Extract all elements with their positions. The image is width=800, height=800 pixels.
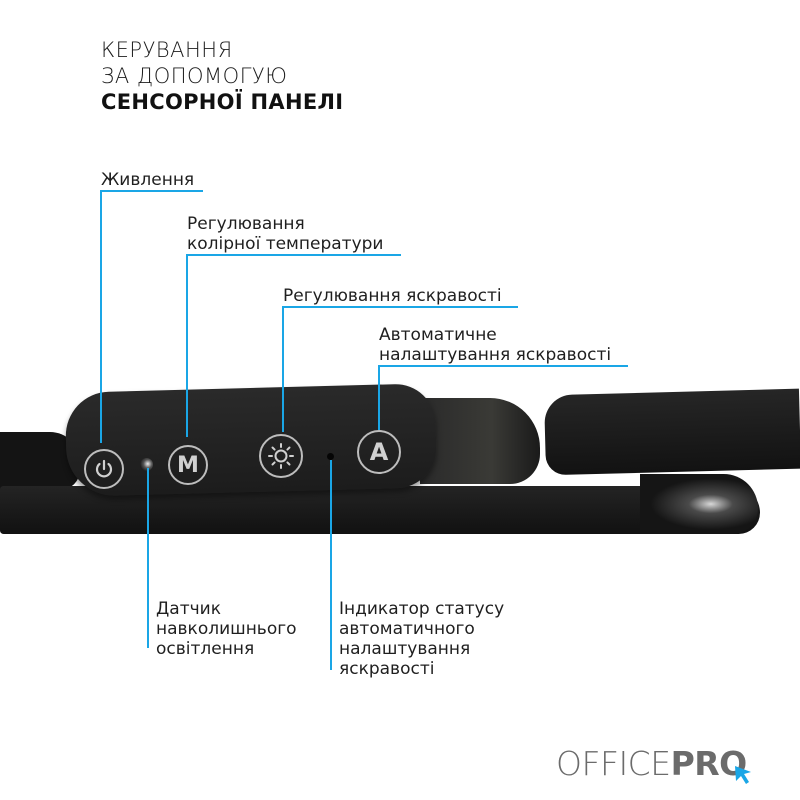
callout-line-mode-v	[186, 254, 188, 437]
callout-line-brightness-h	[282, 306, 518, 308]
brightness-button[interactable]	[259, 434, 303, 478]
mode-button[interactable]: M	[168, 445, 208, 485]
callout-line-sensor-v	[147, 468, 149, 648]
headline-line-3: СЕНСОРНОЇ ПАНЕЛІ	[101, 90, 344, 114]
label-power: Живлення	[101, 170, 195, 190]
headline: КЕРУВАННЯ ЗА ДОПОМОГУЮ СЕНСОРНОЇ ПАНЕЛІ	[101, 37, 343, 115]
lamp-round-joint	[640, 474, 758, 534]
callout-line-power-v	[100, 190, 102, 443]
power-button[interactable]	[84, 449, 124, 489]
label-brightness: Регулювання яскравості	[283, 286, 502, 306]
callout-line-brightness-v	[282, 306, 284, 432]
callout-line-auto-v	[378, 365, 380, 430]
auto-icon: A	[369, 438, 389, 466]
power-icon	[95, 459, 113, 478]
brand-logo: OFFICEPRO	[556, 744, 751, 784]
headline-line-2: ЗА ДОПОМОГУЮ	[101, 64, 288, 88]
callout-line-mode-h	[186, 254, 401, 256]
brightness-sun-icon	[268, 443, 294, 469]
mode-icon: M	[177, 452, 199, 478]
brand-office: OFFICE	[556, 744, 671, 783]
label-color-temperature: Регулювання колірної температури	[187, 214, 384, 254]
cursor-arrow-icon	[734, 766, 751, 784]
light-sensor-icon	[140, 458, 153, 471]
callout-line-power-h	[100, 190, 203, 192]
label-status-indicator: Індикатор статусу автоматичного налаштув…	[339, 599, 505, 679]
status-led-icon	[327, 453, 334, 460]
brand-pro: PRO	[670, 744, 748, 783]
callout-line-indicator-v	[330, 460, 332, 670]
headline-line-1: КЕРУВАННЯ	[101, 38, 233, 62]
lamp-hinge	[420, 398, 540, 484]
label-auto-brightness: Автоматичне налаштування яскравості	[379, 325, 612, 365]
lamp-right-arm	[543, 388, 800, 476]
auto-button[interactable]: A	[357, 430, 401, 474]
label-ambient-sensor: Датчик навколишнього освітлення	[156, 599, 297, 659]
callout-line-auto-h	[378, 365, 628, 367]
